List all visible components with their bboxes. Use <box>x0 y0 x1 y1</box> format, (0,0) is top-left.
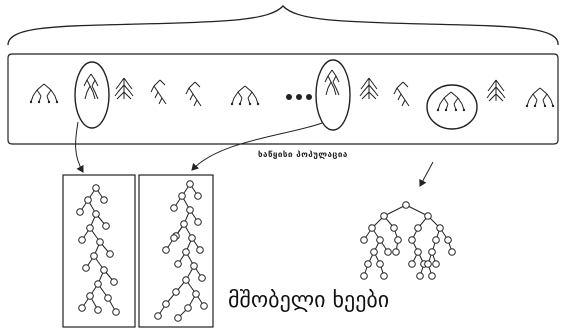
population-box <box>7 53 559 145</box>
parent-tree-2 <box>154 180 208 322</box>
population-sample-label: ხაწყისი პოპულაცია <box>258 150 348 159</box>
sampled-tree-ellipse <box>426 84 478 130</box>
population-brace <box>7 5 559 46</box>
parent-trees-label: მშობელი ხეები <box>228 288 390 313</box>
sampled-tree-enlarged <box>360 201 456 280</box>
parent-tree-1-panel <box>62 174 136 328</box>
parent-tree-1 <box>76 184 120 316</box>
arrow-to-parent-2 <box>191 122 323 171</box>
arrow-to-parent-1 <box>75 121 84 173</box>
arrow-to-sample-tree <box>419 161 434 187</box>
population-ellipsis <box>286 94 312 100</box>
parent-tree-2-panel <box>138 174 214 328</box>
selected-tree-2-ellipse <box>315 59 351 131</box>
selected-tree-1-ellipse <box>74 61 110 129</box>
